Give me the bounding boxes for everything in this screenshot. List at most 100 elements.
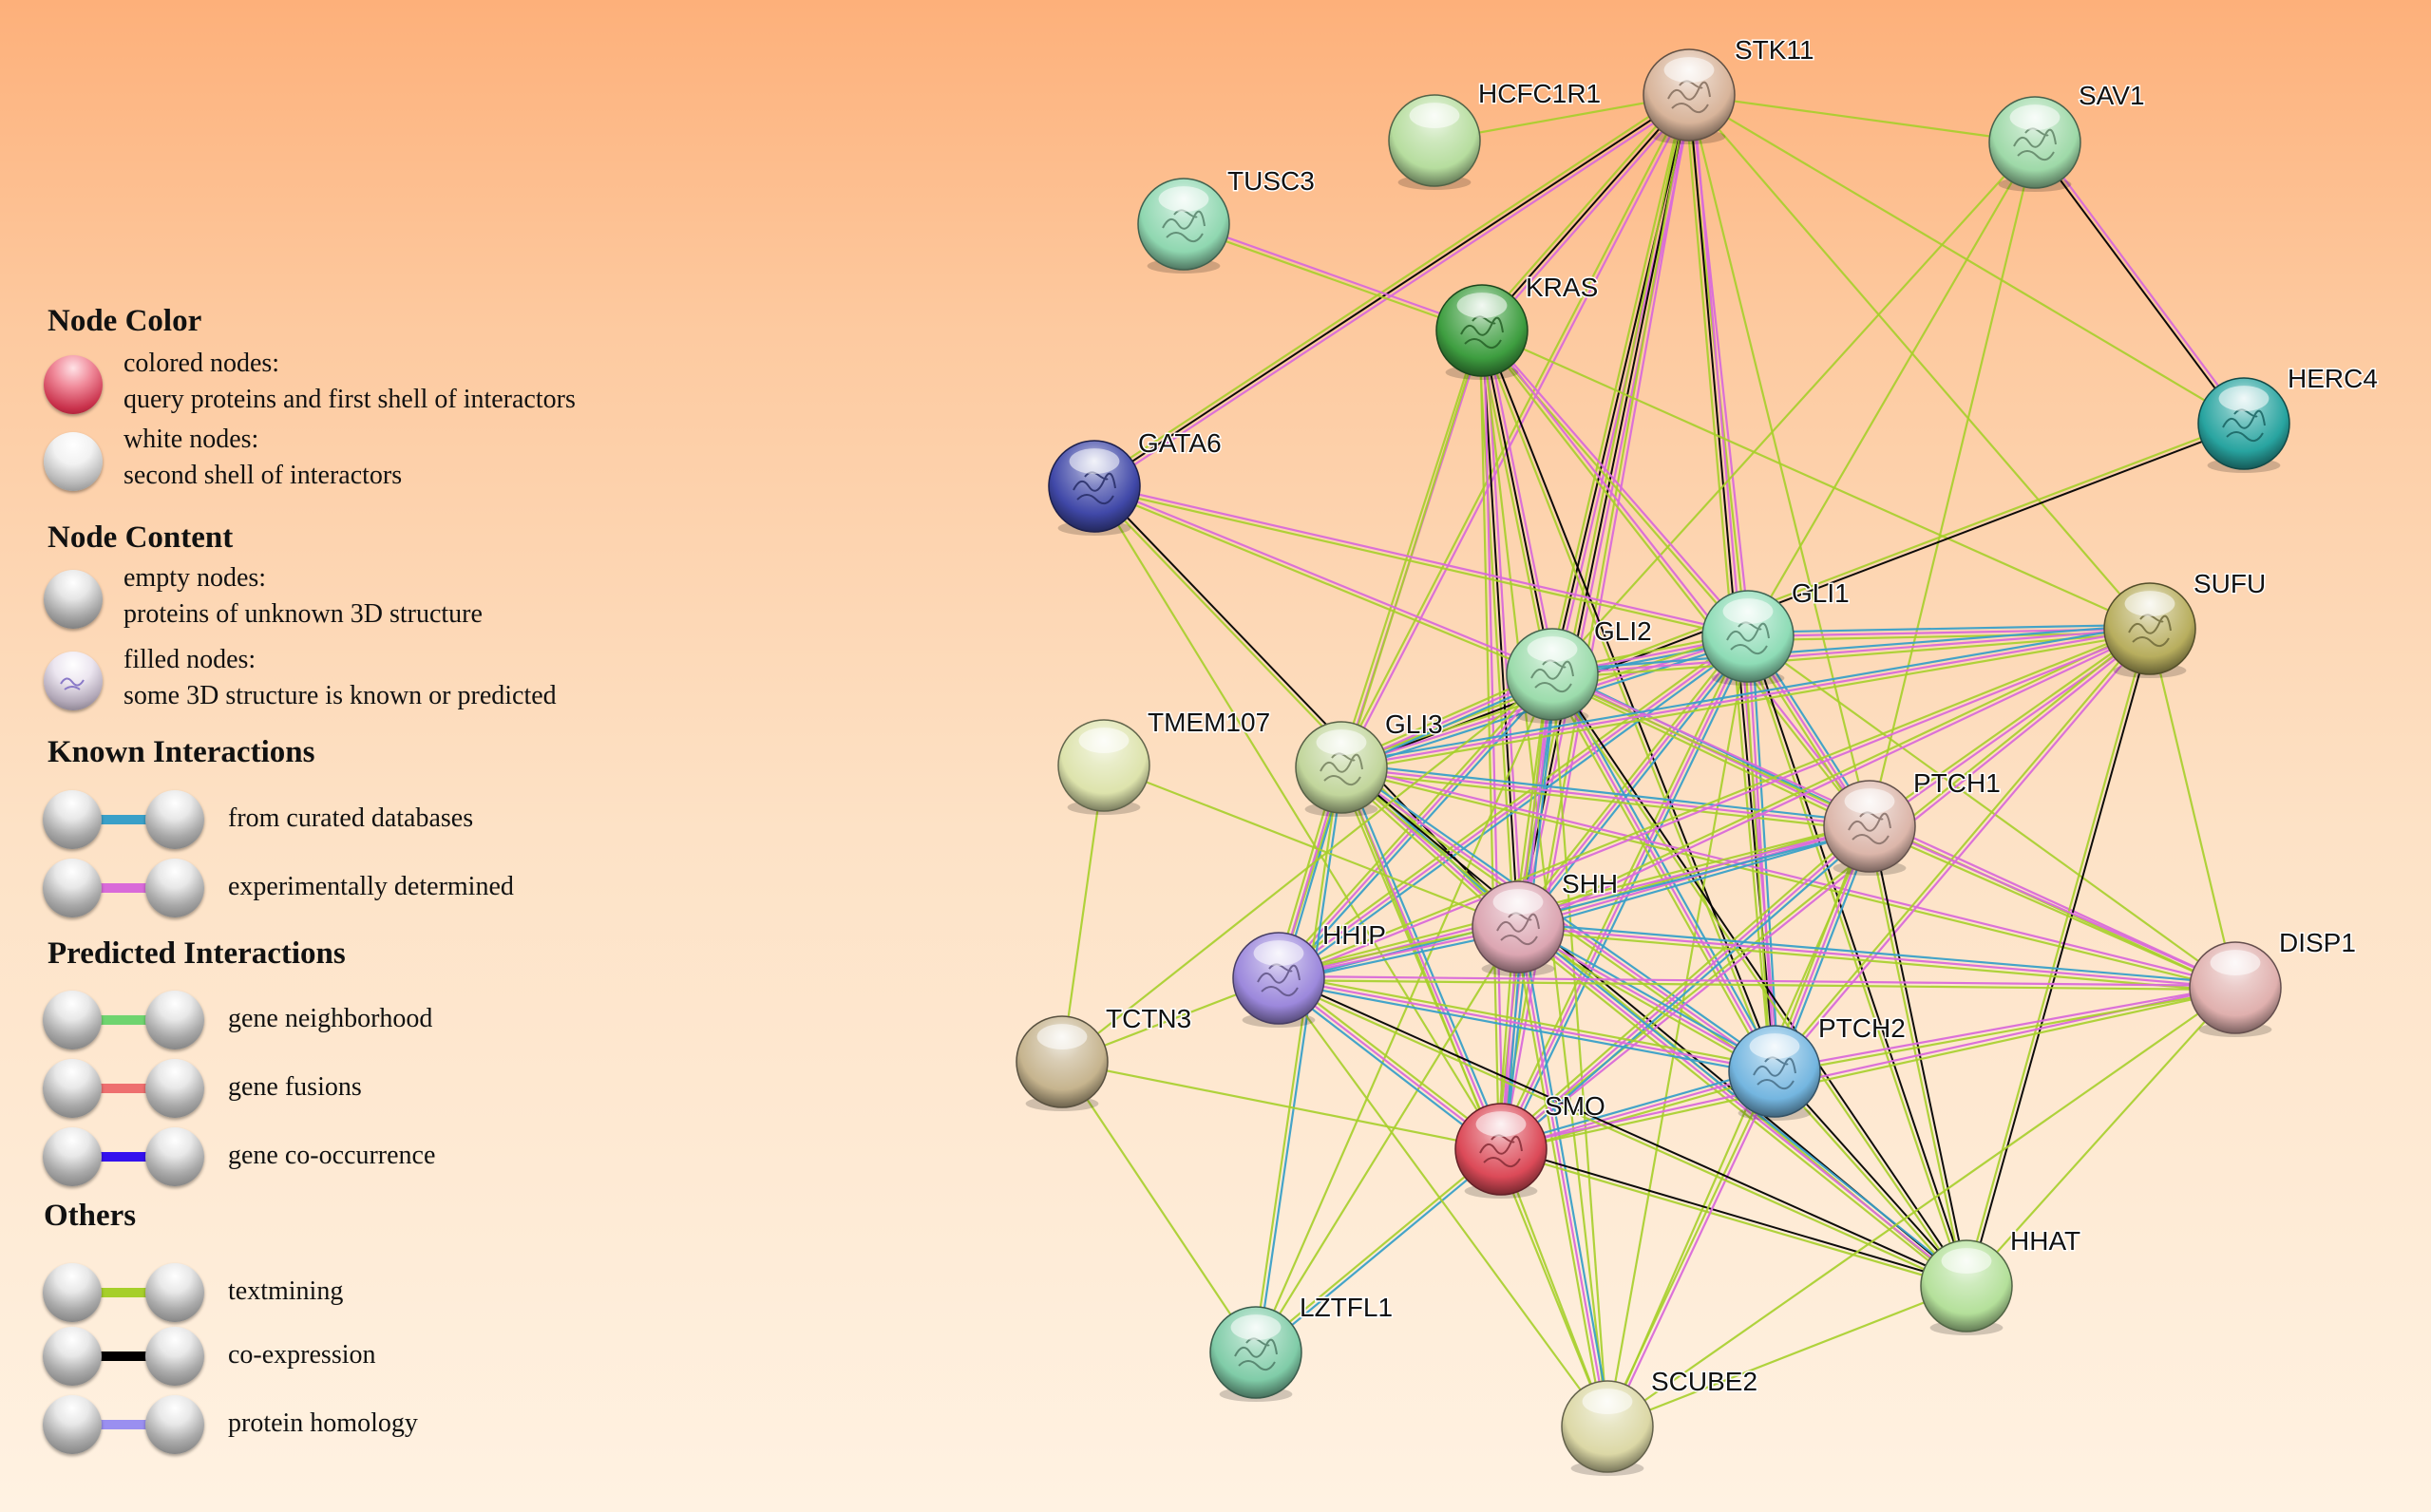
node-label-hhat: HHAT bbox=[2010, 1226, 2080, 1256]
legend-edge-cooccurrence bbox=[43, 1127, 204, 1186]
legend-edge-homology-label: protein homology bbox=[228, 1408, 418, 1438]
legend-edge-neighborhood-label: gene neighborhood bbox=[228, 1004, 433, 1033]
edge-SUFU-SHH-textmining bbox=[1516, 626, 2150, 927]
edge-SHH-PTCH2-experimental bbox=[1517, 926, 1776, 1072]
node-highlight bbox=[2218, 386, 2270, 412]
node-gli3[interactable]: GLI3 bbox=[1295, 709, 1444, 817]
edge-KRAS-SMO-textmining bbox=[1478, 330, 1500, 1150]
node-label-shh: SHH bbox=[1562, 869, 1618, 898]
edge-KRAS-SHH-textmining bbox=[1476, 331, 1515, 928]
legend-edge-textmining-label: textmining bbox=[228, 1276, 344, 1306]
node-tusc3[interactable]: TUSC3 bbox=[1137, 165, 1316, 274]
node-hcfc1r1[interactable]: HCFC1R1 bbox=[1388, 78, 1603, 190]
edge-PTCH2-SCUBE2-textmining bbox=[1605, 1069, 1775, 1427]
node-highlight bbox=[2210, 950, 2261, 976]
node-ptch2[interactable]: PTCH2 bbox=[1728, 1012, 1907, 1121]
node-label-ptch2: PTCH2 bbox=[1818, 1013, 1906, 1043]
edges-layer bbox=[1060, 90, 2247, 1428]
node-tmem107[interactable]: TMEM107 bbox=[1057, 707, 1272, 815]
node-gli2[interactable]: GLI2 bbox=[1506, 615, 1653, 724]
edge-SUFU-HHIP-experimental bbox=[1279, 629, 2152, 981]
edge-SUFU-HHAT-textmining bbox=[1963, 628, 2150, 1286]
edge-PTCH1-SHH-curated bbox=[1518, 828, 1871, 933]
edge-TCTN3-SMO-textmining bbox=[1061, 1060, 1502, 1151]
node-label-ptch1: PTCH1 bbox=[1913, 768, 2001, 798]
edge-STK11-SMO-experimental bbox=[1502, 95, 1693, 1150]
node-highlight bbox=[1475, 1111, 1527, 1138]
edge-STK11-GATA6-coexpression bbox=[1093, 94, 1690, 487]
node-smo[interactable]: SMO bbox=[1454, 1090, 1606, 1199]
edge-SUFU-HHAT-coexpression bbox=[1967, 629, 2153, 1287]
colored-node-swatch bbox=[44, 355, 103, 414]
node-hhat[interactable]: HHAT bbox=[1920, 1225, 2082, 1335]
edge-GLI2-SCUBE2-textmining bbox=[1550, 673, 1609, 1427]
edge-SHH-LZTFL1-textmining bbox=[1255, 926, 1519, 1353]
node-ptch1[interactable]: PTCH1 bbox=[1823, 767, 2002, 876]
edge-KRAS-SHH-coexpression bbox=[1481, 330, 1519, 928]
white-nodes-label: white nodes: bbox=[123, 425, 259, 454]
node-label-gli1: GLI1 bbox=[1792, 578, 1850, 608]
legend-edge-curated-bar bbox=[81, 815, 166, 824]
edge-KRAS-PTCH2-coexpression bbox=[1483, 329, 1777, 1071]
node-herc4[interactable]: HERC4 bbox=[2197, 363, 2379, 473]
edge-GLI3-LZTFL1-curated bbox=[1257, 767, 1345, 1353]
node-label-kras: KRAS bbox=[1526, 273, 1598, 302]
white-node-swatch bbox=[44, 432, 103, 491]
legend-edge-fusion-bar bbox=[81, 1084, 166, 1093]
edge-PTCH2-HHIP-textmining bbox=[1279, 973, 1776, 1068]
edge-GLI3-SCUBE2-textmining bbox=[1339, 766, 1609, 1427]
edge-GATA6-GLI2-experimental bbox=[1094, 483, 1554, 674]
node-gata6[interactable]: GATA6 bbox=[1048, 427, 1223, 536]
node-stk11[interactable]: STK11 bbox=[1643, 34, 1815, 144]
edge-SAV1-HERC4-experimental bbox=[2035, 141, 2247, 424]
edge-STK11-KRAS-coexpression bbox=[1481, 94, 1690, 331]
node-highlight bbox=[1230, 1314, 1282, 1341]
edge-GLI3-SUFU-textmining bbox=[1341, 632, 2151, 773]
edge-STK11-GLI2-coexpression bbox=[1551, 94, 1690, 675]
edge-DISP1-SCUBE2-textmining bbox=[1606, 987, 2236, 1427]
legend-edge-fusion-label: gene fusions bbox=[228, 1072, 362, 1102]
node-highlight bbox=[1036, 1024, 1088, 1050]
node-shh[interactable]: SHH bbox=[1472, 868, 1620, 976]
edge-TMEM107-SHH-textmining bbox=[1103, 764, 1519, 929]
edge-HERC4-GLI3-textmining bbox=[1339, 420, 2244, 767]
legend-edge-experimental-bar bbox=[81, 883, 166, 893]
node-label-gli2: GLI2 bbox=[1594, 616, 1652, 646]
edge-GLI3-LZTFL1-textmining bbox=[1252, 766, 1340, 1352]
node-highlight bbox=[1844, 788, 1895, 815]
node-sufu[interactable]: SUFU bbox=[2103, 568, 2268, 678]
edge-STK11-GATA6-textmining bbox=[1092, 90, 1688, 484]
edge-PTCH2-HHIP-experimental bbox=[1278, 976, 1776, 1073]
node-highlight bbox=[1409, 103, 1460, 129]
edge-GLI1-SHH-experimental bbox=[1517, 635, 1749, 928]
edge-SHH-DISP1-textmining bbox=[1517, 930, 2235, 993]
edge-GLI2-PTCH2-textmining bbox=[1548, 675, 1773, 1074]
legend-edge-textmining-bar bbox=[81, 1288, 166, 1297]
edge-TUSC3-KRAS-textmining bbox=[1182, 224, 1482, 334]
node-kras[interactable]: KRAS bbox=[1435, 272, 1600, 380]
node-hhip[interactable]: HHIP bbox=[1232, 919, 1387, 1028]
legend-edge-homology bbox=[43, 1395, 204, 1454]
node-disp1[interactable]: DISP1 bbox=[2189, 927, 2357, 1037]
legend-edge-neighborhood bbox=[43, 991, 204, 1049]
edge-GLI3-DISP1-experimental bbox=[1341, 764, 2236, 988]
node-sav1[interactable]: SAV1 bbox=[1988, 80, 2146, 192]
legend-edge-coexpression bbox=[43, 1327, 204, 1386]
node-tctn3[interactable]: TCTN3 bbox=[1016, 1003, 1193, 1111]
node-scube2[interactable]: SCUBE2 bbox=[1561, 1366, 1759, 1476]
node-lztfl1[interactable]: LZTFL1 bbox=[1209, 1292, 1395, 1402]
node-highlight bbox=[1492, 889, 1544, 916]
edge-PTCH1-DISP1-textmining bbox=[1868, 826, 2235, 991]
edge-GLI2-SUFU-textmining bbox=[1552, 632, 2151, 680]
legend-edge-coexpression-label: co-expression bbox=[228, 1340, 376, 1370]
node-highlight bbox=[1069, 448, 1120, 475]
legend-panel: Node Color colored nodes: query proteins… bbox=[0, 0, 855, 1512]
node-gli1[interactable]: GLI1 bbox=[1701, 577, 1851, 686]
edge-GLI3-SUFU-experimental bbox=[1340, 627, 2151, 769]
node-label-sav1: SAV1 bbox=[2079, 81, 2145, 110]
edge-STK11-GLI3-textmining bbox=[1339, 93, 1689, 767]
node-label-hcfc1r1: HCFC1R1 bbox=[1478, 79, 1601, 108]
edge-GLI1-SHH-curated bbox=[1520, 637, 1753, 931]
edge-KRAS-GLI1-experimental bbox=[1482, 328, 1751, 636]
